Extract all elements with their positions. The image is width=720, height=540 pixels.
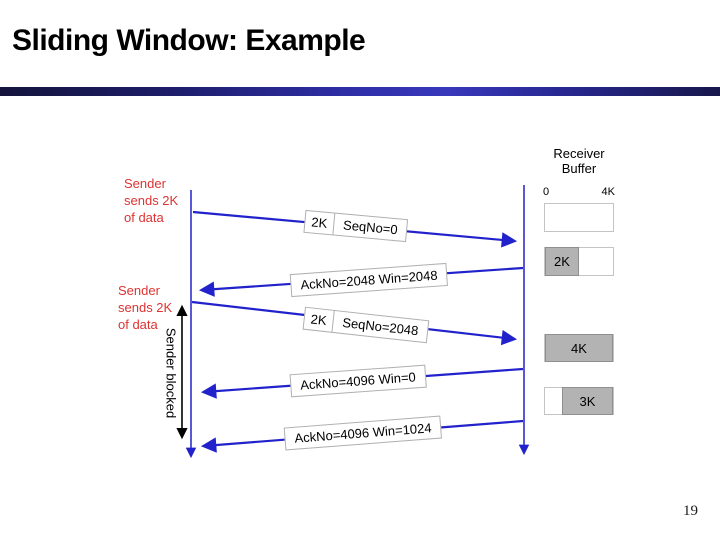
slide-title: Sliding Window: Example [12,24,366,57]
receiver-buffer-title: Receiver Buffer [553,146,605,176]
buffer-fill: 3K [562,387,613,415]
scale-end-label: 4K [601,186,615,198]
page-number: 19 [683,503,698,519]
buffer-state-4: 3K [544,387,614,415]
sender-note-1: Sender sends 2K of data [124,176,179,225]
buffer-fill-label: 2K [554,254,570,269]
segment-size-label: 2K [310,214,328,231]
buffer-state-2: 2K [544,247,614,276]
sender-note-2: Sender sends 2K of data [118,283,173,332]
buffer-state-1 [544,203,614,232]
buffer-fill: 2K [545,247,579,276]
title-divider-bar [0,87,720,96]
scale-start-label: 0 [543,186,550,198]
sender-blocked-label: Sender blocked [163,327,179,419]
buffer-state-3: 4K [544,334,614,362]
buffer-scale: 0 4K [543,186,615,198]
buffer-fill-label: 4K [571,340,587,356]
segment-size-label: 2K [309,311,328,329]
buffer-fill-label: 3K [579,393,596,409]
buffer-fill: 4K [545,334,613,362]
